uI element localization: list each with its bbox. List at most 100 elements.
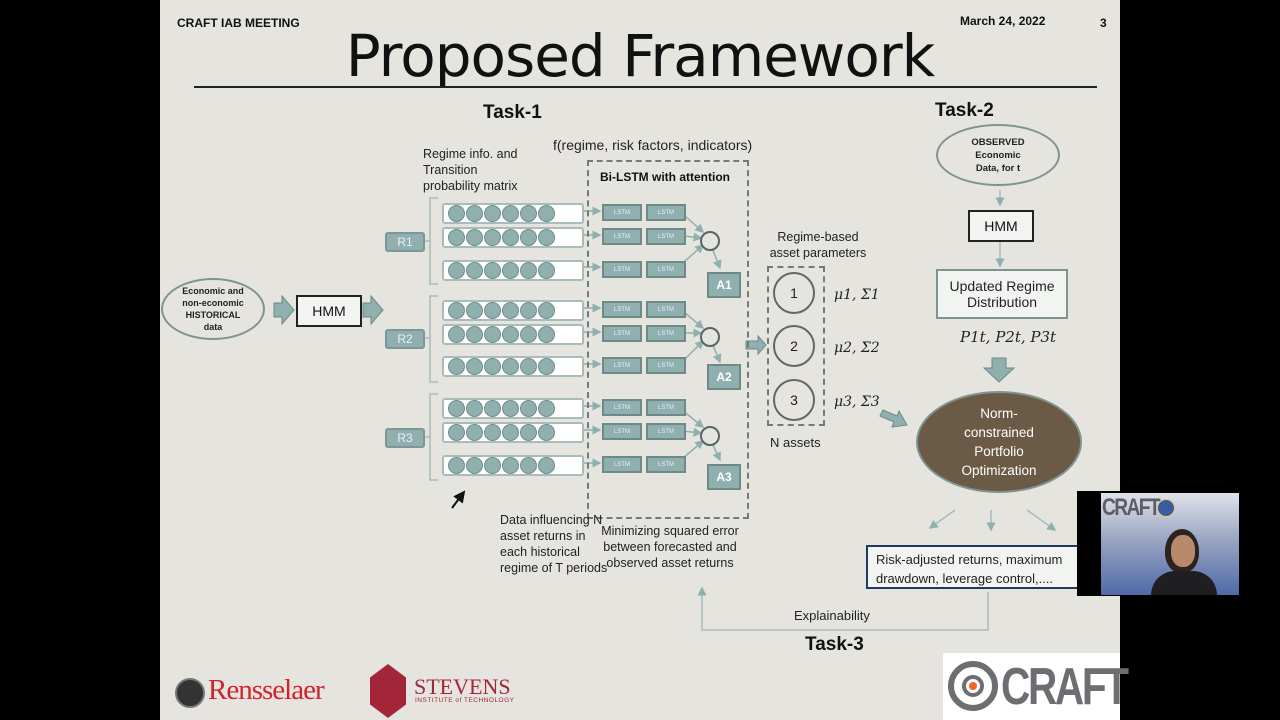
params-region xyxy=(767,266,825,426)
task2-label: Task-2 xyxy=(935,100,994,121)
lstm-cell: LSTM xyxy=(602,228,642,245)
time-step-node xyxy=(502,229,519,246)
craft-logo-text: CRAFT xyxy=(1001,658,1129,716)
attention-output-a3: A3 xyxy=(707,464,741,490)
time-step-node xyxy=(466,302,483,319)
input-sequence xyxy=(442,300,584,321)
lstm-cell: LSTM xyxy=(602,357,642,374)
lstm-cell: LSTM xyxy=(646,456,686,473)
time-step-node xyxy=(466,205,483,222)
probabilities-label: P1t, P2t, P3t xyxy=(960,328,1057,346)
time-step-node xyxy=(502,424,519,441)
time-step-node xyxy=(466,457,483,474)
n-assets-label: N assets xyxy=(770,435,821,450)
regime-r1: R1 xyxy=(385,232,425,252)
historical-data-node: Economic and non-economic HISTORICAL dat… xyxy=(161,278,265,340)
meeting-label: CRAFT IAB MEETING xyxy=(177,16,300,30)
time-step-node xyxy=(502,400,519,417)
lstm-cell: LSTM xyxy=(646,261,686,278)
craft-logo-panel: CRAFT xyxy=(943,653,1129,720)
lstm-cell: LSTM xyxy=(602,325,642,342)
page-number: 3 xyxy=(1100,16,1107,30)
input-sequence xyxy=(442,227,584,248)
regime-r2: R2 xyxy=(385,329,425,349)
rensselaer-seal-icon xyxy=(175,678,205,708)
attention-output-a1: A1 xyxy=(707,272,741,298)
time-step-node xyxy=(520,205,537,222)
time-step-node xyxy=(520,326,537,343)
lstm-cell: LSTM xyxy=(602,399,642,416)
time-step-node xyxy=(484,400,501,417)
time-step-node xyxy=(502,205,519,222)
time-step-node xyxy=(520,229,537,246)
param-label-2: μ2, Σ2 xyxy=(834,340,880,356)
min-error-note: Minimizing squared error between forecas… xyxy=(601,524,739,570)
time-step-node xyxy=(538,302,555,319)
video-craft-logo: CRAFT xyxy=(1102,494,1161,521)
time-step-node xyxy=(466,358,483,375)
lstm-cell: LSTM xyxy=(602,261,642,278)
time-step-node xyxy=(538,424,555,441)
explainability-label: Explainability xyxy=(794,608,870,623)
stevens-shield-icon xyxy=(370,664,406,718)
time-step-node xyxy=(520,400,537,417)
time-step-node xyxy=(466,326,483,343)
time-step-node xyxy=(484,205,501,222)
param-label-3: μ3, Σ3 xyxy=(834,394,880,410)
function-label: f(regime, risk factors, indicators) xyxy=(553,137,753,153)
lstm-cell: LSTM xyxy=(602,301,642,318)
rensselaer-logo: Rensselaer xyxy=(208,674,325,706)
time-step-node xyxy=(538,262,555,279)
input-sequence xyxy=(442,203,584,224)
time-step-node xyxy=(538,400,555,417)
param-node-1: 1 xyxy=(773,272,815,314)
time-step-node xyxy=(538,326,555,343)
time-step-node xyxy=(502,262,519,279)
time-step-node xyxy=(538,205,555,222)
time-step-node xyxy=(448,302,465,319)
time-step-node xyxy=(448,457,465,474)
input-sequence xyxy=(442,398,584,419)
time-step-node xyxy=(466,424,483,441)
hmm-node-task1: HMM xyxy=(296,295,362,327)
bilstm-title: Bi-LSTM with attention xyxy=(600,170,730,184)
time-step-node xyxy=(520,457,537,474)
task3-label: Task-3 xyxy=(805,634,864,655)
time-step-node xyxy=(538,358,555,375)
slide-title: Proposed Framework xyxy=(345,22,936,90)
outcomes-box: Risk-adjusted returns, maximum drawdown,… xyxy=(866,545,1096,589)
time-step-node xyxy=(484,457,501,474)
lstm-cell: LSTM xyxy=(602,423,642,440)
time-step-node xyxy=(484,326,501,343)
bilstm-region xyxy=(587,160,749,519)
time-step-node xyxy=(484,358,501,375)
input-sequence xyxy=(442,422,584,443)
time-step-node xyxy=(466,229,483,246)
time-step-node xyxy=(484,229,501,246)
presenter-body xyxy=(1151,571,1217,595)
time-step-node xyxy=(466,400,483,417)
regime-info-label: Regime info. and Transition probability … xyxy=(423,147,518,193)
time-step-node xyxy=(448,326,465,343)
regime-params-label: Regime-based asset parameters xyxy=(769,230,867,260)
arrow-from-hmm xyxy=(362,294,384,326)
observed-data-node: OBSERVED Economic Data, for t xyxy=(936,124,1060,186)
attention-node xyxy=(700,231,720,251)
lstm-cell: LSTM xyxy=(646,399,686,416)
time-step-node xyxy=(448,424,465,441)
time-step-node xyxy=(502,358,519,375)
time-step-node xyxy=(502,302,519,319)
lstm-cell: LSTM xyxy=(602,456,642,473)
stevens-logo: STEVENS xyxy=(414,674,511,699)
time-step-node xyxy=(448,262,465,279)
presenter-face xyxy=(1171,535,1195,567)
lstm-cell: LSTM xyxy=(646,301,686,318)
time-step-node xyxy=(520,302,537,319)
time-step-node xyxy=(448,358,465,375)
input-sequence xyxy=(442,356,584,377)
video-feed[interactable]: CRAFT xyxy=(1077,491,1240,596)
stevens-subtitle: INSTITUTE of TECHNOLOGY xyxy=(415,697,515,704)
attention-node xyxy=(700,327,720,347)
video-frame: CRAFT xyxy=(1101,493,1239,595)
input-sequence xyxy=(442,324,584,345)
